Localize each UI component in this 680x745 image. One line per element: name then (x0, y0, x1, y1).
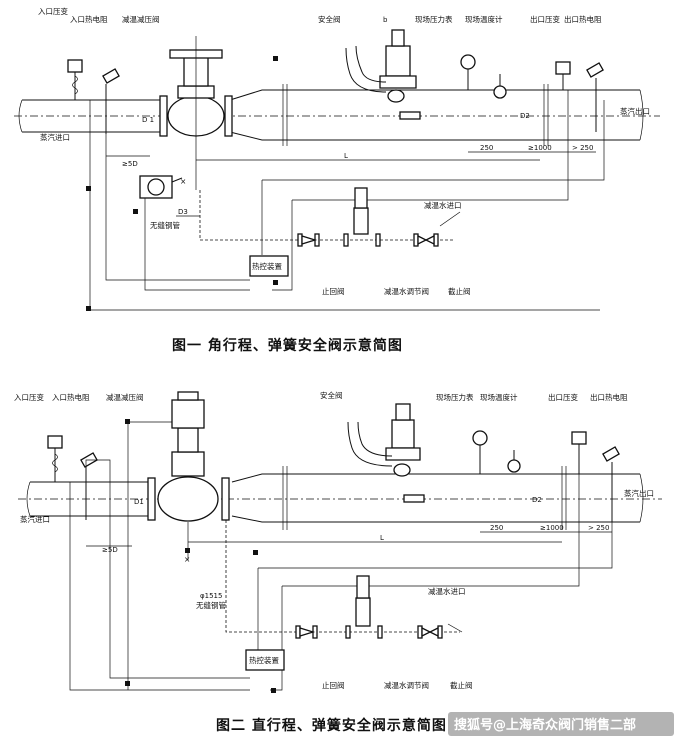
inlet-thermo-2 (80, 452, 98, 520)
label-safety-valve-1: 安全阀 (318, 14, 341, 24)
label-check-valve-2: 止回阀 (322, 680, 345, 690)
label-inlet-thermo-2: 入口热电阻 (52, 392, 90, 402)
dim-d2-2: D2 (532, 496, 542, 504)
inlet-pressure-gauge-2 (47, 435, 63, 482)
svg-text:×: × (180, 177, 186, 186)
label-field-pressure-1: 现场压力表 (415, 14, 453, 24)
label-steam-out-2: 蒸汽出口 (624, 488, 654, 498)
dim-ge1000-1: ≥1000 (528, 144, 552, 152)
label-controller-2: 热控装置 (249, 655, 279, 665)
water-line-1 (199, 187, 461, 247)
label-inlet-pressure-1: 入口压变 (38, 6, 68, 16)
dim-gt250-2: > 250 (588, 524, 609, 532)
dim-ge1000-2: ≥1000 (540, 524, 564, 532)
label-inlet-pressure-2: 入口压变 (14, 392, 44, 402)
caption-figure-2: 图二 直行程、弹簧安全阀示意简图 (216, 717, 447, 734)
label-inlet-thermo-1: 入口热电阻 (70, 14, 108, 24)
label-pipe-size-2: φ1515 (200, 592, 222, 600)
field-pressure-gauge-1 (460, 54, 476, 90)
label-controller-1: 热控装置 (252, 261, 282, 271)
outlet-thermo-1 (586, 62, 604, 132)
dim-d3-1: D3 (178, 208, 188, 216)
main-pipe-2 (18, 466, 662, 530)
dim-gt250-1: > 250 (572, 144, 593, 152)
label-regulating-valve-2: 减温水调节阀 (384, 680, 429, 690)
dim-ge5d-2: ≥5D (102, 546, 118, 554)
dim-d1-1: D 1 (142, 116, 154, 124)
figure-1: × (14, 6, 660, 354)
stop-valve-2 (417, 625, 443, 639)
caption-figure-1: 图一 角行程、弹簧安全阀示意简图 (172, 337, 403, 354)
control-wiring-1 (75, 56, 605, 311)
control-wiring-2 (55, 419, 613, 693)
check-valve-2 (295, 625, 318, 639)
label-field-temp-2: 现场温度计 (480, 392, 518, 402)
label-check-valve-1: 止回阀 (322, 286, 345, 296)
field-temp-gauge-1 (493, 74, 507, 99)
dim-d1-2: D1 (134, 498, 144, 506)
dim-250-2: 250 (490, 524, 503, 532)
inlet-thermo-1 (102, 68, 120, 134)
dim-b-1: b (383, 16, 388, 24)
inlet-pressure-gauge-1 (67, 59, 83, 100)
label-seamless-2: 无缝钢管 (196, 600, 226, 610)
outlet-pressure-gauge-1 (555, 61, 571, 90)
watermark: 搜狐号@上海奇众阀门销售二部 (448, 712, 674, 736)
label-water-in-1: 减温水进口 (424, 200, 462, 210)
label-outlet-thermo-1: 出口热电阻 (564, 14, 602, 24)
safety-valve-1 (345, 29, 417, 103)
label-seamless-1: 无缝钢管 (150, 220, 180, 230)
field-pressure-gauge-2 (472, 430, 488, 474)
svg-text:×: × (184, 555, 190, 564)
outlet-thermo-2 (602, 446, 620, 522)
figure-2: × (14, 390, 662, 734)
dimensions-2 (86, 531, 612, 547)
label-reducing-valve-2: 减温减压阀 (106, 392, 144, 402)
regulating-valve-2 (345, 575, 383, 639)
label-water-in-2: 减温水进口 (428, 586, 466, 596)
label-regulating-valve-1: 减温水调节阀 (384, 286, 429, 296)
dim-d2-1: D2 (520, 112, 530, 120)
main-pipe-1 (14, 84, 660, 146)
reducing-valve-1: × (139, 36, 233, 199)
watermark-text: 搜狐号@上海奇众阀门销售二部 (454, 717, 636, 733)
label-reducing-valve-1: 减温减压阀 (122, 14, 160, 24)
label-stop-valve-1: 截止阀 (448, 286, 471, 296)
label-safety-valve-2: 安全阀 (320, 390, 343, 400)
label-field-pressure-2: 现场压力表 (436, 392, 474, 402)
stop-valve-1 (413, 233, 439, 247)
dim-250-1: 250 (480, 144, 493, 152)
safety-valve-2 (347, 403, 421, 477)
reducing-valve-2: × (147, 391, 230, 564)
water-line-2 (225, 520, 463, 639)
field-temp-gauge-2 (507, 450, 521, 473)
label-field-temp-1: 现场温度计 (465, 14, 503, 24)
check-valve-1 (297, 233, 320, 247)
dimensions-1 (106, 151, 596, 217)
label-outlet-pressure-2: 出口压变 (548, 392, 578, 402)
regulating-valve-1 (343, 187, 381, 247)
label-outlet-pressure-1: 出口压变 (530, 14, 560, 24)
label-stop-valve-2: 截止阀 (450, 680, 473, 690)
label-steam-in-1: 蒸汽进口 (40, 132, 70, 142)
label-outlet-thermo-2: 出口热电阻 (590, 392, 628, 402)
outlet-pressure-gauge-2 (571, 431, 587, 474)
label-steam-out-1: 蒸汽出口 (620, 106, 650, 116)
dim-l-1: L (344, 152, 348, 160)
dim-l-2: L (380, 534, 384, 542)
dim-ge5d-1: ≥5D (122, 160, 138, 168)
label-steam-in-2: 蒸汽进口 (20, 514, 50, 524)
